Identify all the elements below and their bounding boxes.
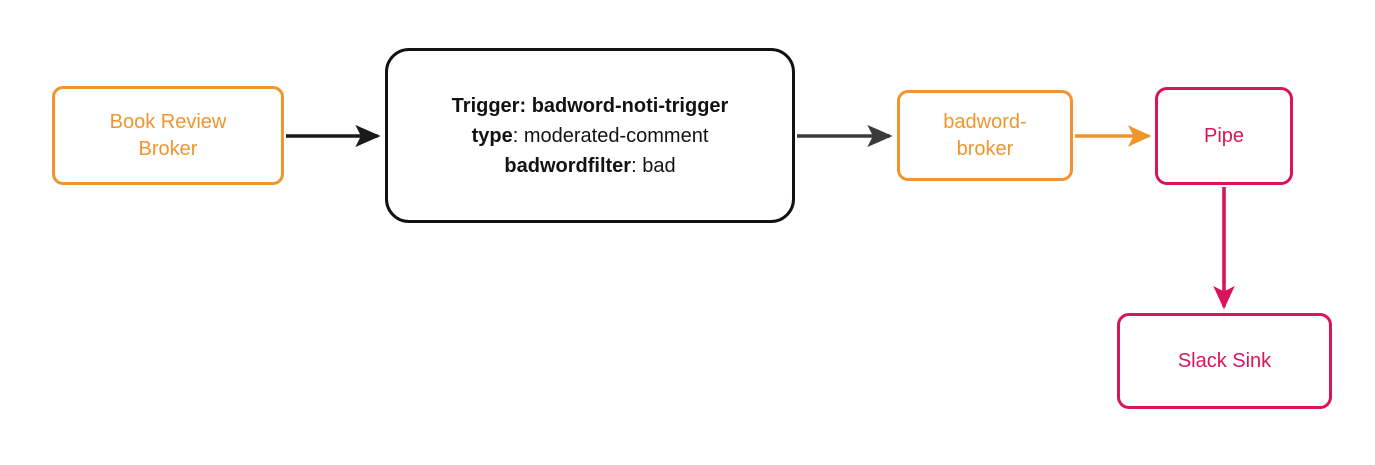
node-pipe-label: Pipe [1203,124,1245,147]
node-trigger-line-2: type: moderated-comment [398,121,782,151]
node-trigger[interactable]: Trigger: badword-noti-trigger type: mode… [385,48,795,223]
node-trigger-line-3: badwordfilter: bad [398,151,782,181]
node-slack-sink-label: Slack Sink [1177,349,1272,372]
node-badword-broker[interactable]: badword- broker [897,90,1073,181]
node-book-review-broker[interactable]: Book Review Broker [52,86,284,185]
node-trigger-line-2-separator: : [512,124,524,147]
node-trigger-line-3-separator: : [631,154,643,177]
node-trigger-line-1-key: Trigger: [451,94,527,117]
node-trigger-line-3-value: bad [642,154,676,177]
node-slack-sink[interactable]: Slack Sink [1117,313,1332,409]
node-badword-broker-label: badword- broker [900,109,1070,163]
node-trigger-line-3-key: badwordfilter [504,154,632,177]
node-trigger-line-2-key: type [471,124,513,147]
node-trigger-line-1-value: badword-noti-trigger [531,94,729,117]
node-trigger-label: Trigger: badword-noti-trigger type: mode… [388,91,792,181]
node-badword-broker-label-line1: badword- [943,110,1027,133]
node-pipe[interactable]: Pipe [1155,87,1293,185]
node-book-review-broker-label-line1: Book Review [109,110,227,133]
node-trigger-line-1: Trigger: badword-noti-trigger [398,91,782,121]
node-book-review-broker-label-line2: Broker [138,137,198,160]
node-badword-broker-label-line2: broker [956,137,1014,160]
node-trigger-line-2-value: moderated-comment [523,124,709,147]
node-book-review-broker-label: Book Review Broker [55,109,281,163]
